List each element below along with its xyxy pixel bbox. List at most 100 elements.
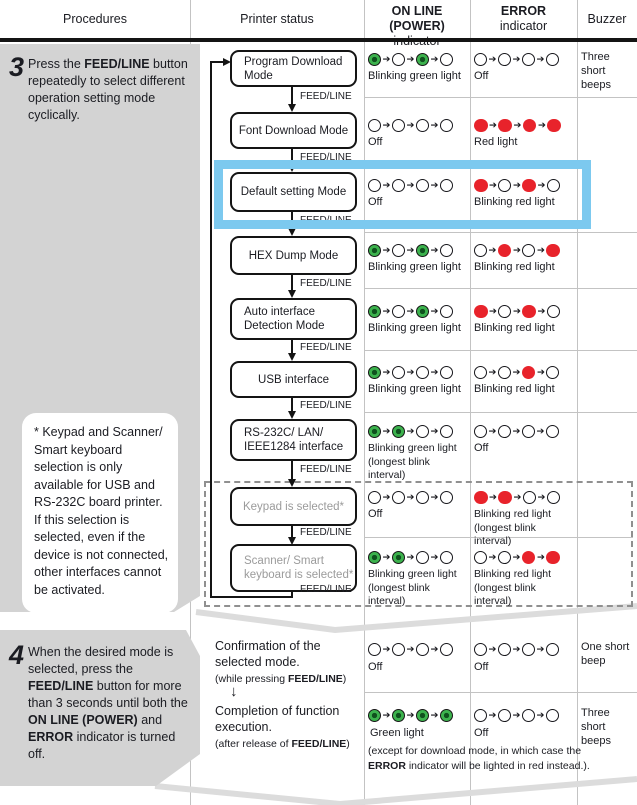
header-rule — [0, 38, 637, 42]
online-led-caption: Off — [368, 136, 383, 148]
online-led-pattern: ➔➔➔ — [368, 708, 453, 723]
red-led-icon — [474, 490, 488, 505]
off-led-icon — [497, 53, 511, 66]
off-led-icon — [391, 244, 405, 257]
online-led-pattern: ➔➔➔ — [368, 642, 453, 657]
red-led-icon — [474, 178, 488, 193]
error-led-pattern: ➔➔➔ — [474, 365, 560, 380]
error-led-pattern: ➔➔➔ — [474, 178, 560, 193]
connector-line — [291, 87, 293, 105]
down-arrowhead-icon — [287, 411, 296, 419]
sequence-arrow-icon: ↓ — [230, 683, 238, 700]
column-divider — [470, 0, 471, 805]
off-led-icon — [439, 643, 453, 656]
step4-number: 4 — [9, 640, 25, 670]
error-led-caption: Off — [474, 727, 489, 739]
off-led-icon — [391, 119, 405, 132]
off-led-icon — [474, 425, 487, 438]
download-mode-footnote: (except for download mode, in which case… — [368, 745, 590, 772]
off-led-icon — [415, 366, 429, 379]
step3-text: Press the FEED/LINE button repeatedly to… — [28, 57, 188, 122]
mode-box-default-setting: Default setting Mode — [230, 172, 357, 212]
online-led-caption: Blinking green light (longest blink inte… — [368, 442, 457, 481]
online-led-caption: Off — [368, 196, 383, 208]
loop-line-bottom — [210, 596, 293, 598]
off-led-icon — [545, 425, 559, 438]
row-divider — [364, 97, 637, 98]
feed-line-label: FEED/LINE — [300, 584, 352, 595]
off-led-icon — [439, 179, 453, 192]
feed-line-label: FEED/LINE — [300, 152, 352, 163]
online-led-caption: Off — [368, 661, 383, 673]
off-led-icon — [415, 551, 429, 564]
column-divider — [364, 0, 365, 805]
red-led-icon — [474, 304, 488, 319]
header-buzzer: Buzzer — [587, 12, 627, 26]
online-led-caption: Blinking green light — [368, 383, 461, 395]
off-led-icon — [521, 643, 535, 656]
online-led-caption: Off — [368, 508, 383, 520]
off-led-icon — [498, 179, 512, 192]
mode-box-font-download: Font Download Mode — [230, 112, 357, 149]
connector-line — [291, 340, 293, 354]
red-led-icon — [521, 365, 536, 380]
off-led-icon — [546, 491, 560, 504]
off-led-icon — [391, 53, 405, 66]
off-led-icon — [391, 366, 405, 379]
green-led-icon — [368, 305, 381, 318]
off-led-icon — [474, 53, 487, 66]
red-led-icon — [522, 118, 537, 133]
green-led-icon — [391, 709, 405, 722]
off-led-icon — [474, 244, 487, 257]
error-led-pattern: ➔➔➔ — [474, 118, 561, 133]
off-led-icon — [474, 643, 487, 656]
red-led-icon — [521, 550, 536, 565]
mode-box-rs232c-lan: RS-232C/ LAN/ IEEE1284 interface — [230, 419, 357, 461]
confirmation-text: Confirmation of the selected mode. (whil… — [215, 639, 347, 685]
mode-box-auto-interface: Auto interface Detection Mode — [230, 298, 357, 340]
off-led-icon — [521, 709, 535, 722]
error-led-caption: Blinking red light (longest blink interv… — [474, 568, 552, 607]
online-led-pattern: ➔➔➔ — [368, 304, 453, 319]
red-led-icon — [497, 243, 512, 258]
step4-text: When the desired mode is selected, press… — [28, 645, 188, 761]
error-led-caption: Red light — [474, 136, 518, 148]
buzzer-cell: One short beep — [581, 641, 630, 667]
error-led-pattern: ➔➔➔ — [474, 243, 560, 258]
off-led-icon — [497, 425, 511, 438]
green-led-icon — [368, 709, 381, 722]
off-led-icon — [497, 366, 511, 379]
off-led-icon — [391, 179, 405, 192]
off-led-icon — [368, 119, 381, 132]
off-led-icon — [497, 551, 511, 564]
off-led-icon — [415, 179, 429, 192]
online-led-pattern: ➔➔➔ — [368, 243, 453, 258]
online-led-caption: Blinking green light — [368, 261, 461, 273]
off-led-icon — [368, 491, 381, 504]
off-led-icon — [368, 179, 381, 192]
red-led-icon — [546, 550, 560, 565]
error-led-pattern: ➔➔➔ — [474, 708, 559, 723]
off-led-icon — [415, 425, 429, 438]
online-led-pattern: ➔➔➔ — [368, 365, 453, 380]
feed-line-label: FEED/LINE — [300, 278, 352, 289]
off-led-icon — [497, 643, 511, 656]
off-led-icon — [545, 53, 559, 66]
error-led-pattern: ➔➔➔ — [474, 490, 560, 505]
green-led-icon — [368, 551, 381, 564]
error-led-caption: Blinking red light (longest blink interv… — [474, 508, 552, 547]
red-led-icon — [498, 490, 512, 505]
loop-arrowhead-icon — [223, 57, 231, 66]
header-online-indicator: ON LINE (POWER)indicator — [389, 4, 445, 48]
green-led-icon — [439, 709, 453, 722]
off-led-icon — [474, 366, 487, 379]
selected-mode-highlight — [214, 160, 591, 229]
online-led-pattern: ➔➔➔ — [368, 52, 453, 67]
off-led-icon — [391, 643, 405, 656]
off-led-icon — [545, 643, 559, 656]
off-led-icon — [522, 491, 536, 504]
feed-line-label: FEED/LINE — [300, 527, 352, 538]
off-led-icon — [415, 643, 429, 656]
error-led-pattern: ➔➔➔ — [474, 304, 560, 319]
row-divider — [364, 412, 637, 413]
